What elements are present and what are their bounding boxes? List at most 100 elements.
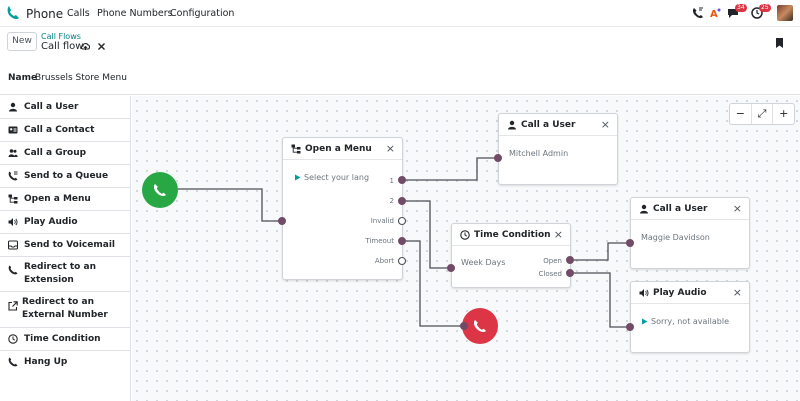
- palette-item-label: Open a Menu: [24, 194, 91, 204]
- close-icon[interactable]: ×: [732, 202, 742, 215]
- menu-prompt-text: Select your lang: [304, 173, 370, 182]
- node-title: Call a User: [653, 204, 708, 214]
- node-call-a-user-maggie[interactable]: Call a User × Maggie Davidson: [630, 197, 750, 269]
- new-button[interactable]: New: [7, 32, 37, 51]
- menu-calls[interactable]: Calls: [67, 8, 90, 19]
- node-play-audio[interactable]: Play Audio × Sorry, not available: [630, 281, 750, 353]
- user-name-text: Mitchell Admin: [509, 149, 569, 158]
- user-icon: [640, 204, 648, 214]
- messages-icon[interactable]: [727, 7, 739, 19]
- activities-badge: 25: [759, 4, 771, 12]
- palette-item-call-a-user[interactable]: Call a User: [0, 96, 131, 119]
- speaker-icon: [8, 218, 18, 226]
- menu-phone-numbers[interactable]: Phone Numbers: [97, 8, 173, 19]
- menu-configuration[interactable]: Configuration: [170, 8, 235, 19]
- port-label-open: Open: [543, 257, 562, 265]
- clock-icon: [460, 230, 470, 240]
- palette-item-label: Time Condition: [24, 334, 101, 344]
- voicemail-icon: [8, 240, 18, 250]
- palette-item-label: Redirect to an External Number: [22, 297, 108, 320]
- palette-item-call-a-contact[interactable]: Call a Contact: [0, 119, 131, 142]
- incoming-call-phone-icon: [153, 184, 166, 196]
- activities-clock-icon[interactable]: [751, 7, 763, 19]
- palette-item-label: Play Audio: [24, 217, 78, 227]
- palette-item-label: Redirect to an Extension: [24, 262, 96, 285]
- hangup-phone-icon: [473, 320, 486, 332]
- port-label-abort: Abort: [374, 257, 394, 265]
- port-label-closed: Closed: [538, 270, 562, 278]
- name-field-row: Name Brussels Store Menu: [0, 64, 800, 95]
- palette-item-send-to-voicemail[interactable]: Send to Voicemail: [0, 234, 131, 257]
- palette-item-redirect-to-an-extension[interactable]: Redirect to an Extension: [0, 257, 131, 292]
- top-navbar: Phone Calls Phone Numbers Configuration …: [0, 0, 800, 27]
- cloud-upload-save-icon[interactable]: [80, 41, 91, 52]
- play-triangle-icon: [295, 174, 301, 181]
- audio-text: Sorry, not available: [651, 317, 729, 326]
- zoom-controls: − ⤢ +: [729, 103, 795, 125]
- palette-item-label: Send to Voicemail: [24, 240, 115, 250]
- palette-item-open-a-menu[interactable]: Open a Menu: [0, 188, 131, 211]
- close-icon[interactable]: ×: [600, 118, 610, 131]
- palette-item-send-to-a-queue[interactable]: Send to a Queue: [0, 165, 131, 188]
- breadcrumb-current: Call flow: [41, 41, 84, 52]
- node-title: Call a User: [521, 120, 576, 130]
- palette-item-play-audio[interactable]: Play Audio: [0, 211, 131, 234]
- palette-item-label: Call a Group: [24, 148, 87, 158]
- palette-item-label: Call a Contact: [24, 125, 95, 135]
- palette-item-redirect-to-an-external-number[interactable]: Redirect to an External Number: [0, 292, 131, 328]
- node-call-a-user-mitchell[interactable]: Call a User × Mitchell Admin: [498, 113, 618, 185]
- node-header: Play Audio ×: [631, 282, 749, 304]
- close-icon[interactable]: ×: [732, 286, 742, 299]
- node-title: Time Condition: [474, 230, 551, 240]
- port-label-1: 1: [389, 177, 394, 185]
- zoom-out-button[interactable]: −: [730, 104, 752, 124]
- flow-start-node[interactable]: [142, 172, 178, 208]
- messages-badge: 34: [735, 4, 747, 12]
- group-icon: [8, 149, 18, 157]
- close-icon[interactable]: ×: [385, 142, 395, 155]
- contact-card-icon: [8, 126, 18, 134]
- bookmark-icon[interactable]: [775, 37, 784, 49]
- user-avatar[interactable]: [777, 5, 793, 21]
- node-palette-sidebar: Call a User Call a Contact Call a Group …: [0, 96, 131, 401]
- time-condition-text: Week Days: [461, 258, 506, 267]
- node-time-condition[interactable]: Time Condition × Week Days Open Closed: [451, 223, 571, 288]
- node-title: Play Audio: [653, 288, 707, 298]
- fit-view-button[interactable]: ⤢: [752, 104, 774, 124]
- flow-hangup-node[interactable]: [462, 308, 498, 344]
- port-label-2: 2: [389, 197, 394, 205]
- discard-close-icon[interactable]: [96, 41, 107, 52]
- phone-systray-icon[interactable]: [692, 7, 704, 19]
- speaker-icon: [639, 289, 649, 297]
- node-title: Open a Menu: [305, 144, 372, 154]
- palette-item-label: Call a User: [24, 102, 79, 112]
- node-open-a-menu[interactable]: Open a Menu × Select your lang 1 2 Inval…: [282, 137, 403, 280]
- menu-tree-icon: [291, 144, 301, 154]
- node-header: Call a User ×: [631, 198, 749, 220]
- node-header: Open a Menu ×: [283, 138, 402, 160]
- user-icon: [9, 102, 17, 112]
- hangup-phone-icon: [8, 357, 18, 367]
- phone-app-logo-icon[interactable]: [6, 5, 20, 21]
- breadcrumb-parent[interactable]: Call Flows: [41, 32, 81, 41]
- zoom-in-button[interactable]: +: [779, 107, 789, 120]
- palette-item-call-a-group[interactable]: Call a Group: [0, 142, 131, 165]
- ai-assistant-icon[interactable]: A: [709, 7, 721, 19]
- clock-icon: [8, 334, 18, 344]
- palette-item-label: Send to a Queue: [24, 171, 109, 181]
- play-triangle-icon: [642, 318, 648, 325]
- queue-phone-icon: [8, 171, 18, 181]
- node-header: Time Condition ×: [452, 224, 570, 246]
- extension-phone-icon: [8, 265, 18, 275]
- palette-item-label: Hang Up: [24, 357, 68, 367]
- user-name-text: Maggie Davidson: [641, 233, 710, 242]
- port-label-timeout: Timeout: [365, 237, 394, 245]
- node-header: Call a User ×: [499, 114, 617, 136]
- palette-item-time-condition[interactable]: Time Condition: [0, 328, 131, 351]
- palette-item-hang-up[interactable]: Hang Up: [0, 351, 131, 374]
- menu-tree-icon: [8, 194, 18, 204]
- name-input[interactable]: Brussels Store Menu: [35, 73, 127, 83]
- svg-text:A: A: [710, 9, 718, 19]
- app-name[interactable]: Phone: [26, 7, 64, 21]
- close-icon[interactable]: ×: [553, 228, 563, 241]
